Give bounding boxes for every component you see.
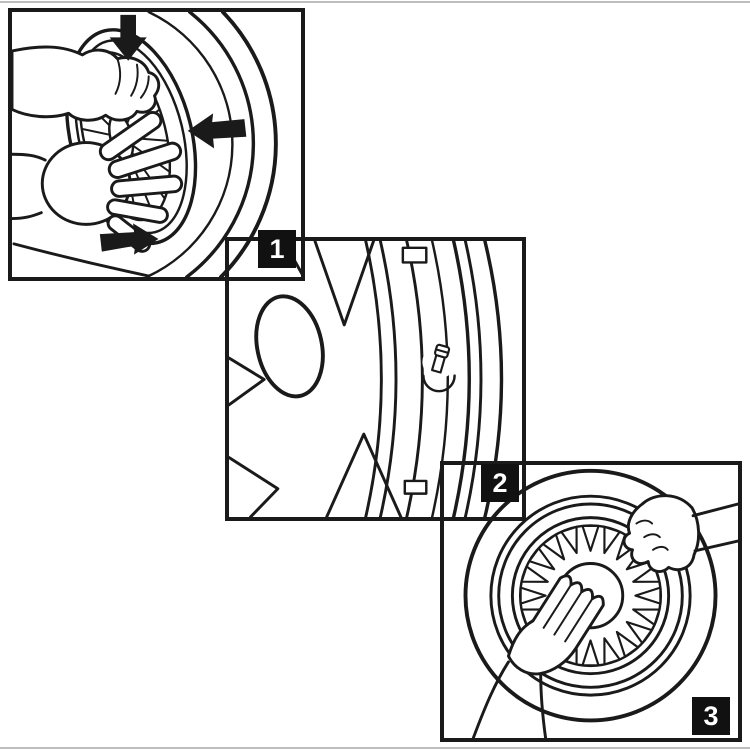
cover-edge-lines [364,241,428,517]
arrow-right-icon [99,223,159,255]
step2-illustration [229,241,504,517]
step3-illustration [463,468,738,738]
press-point-arrows [99,14,247,255]
step1-illustration [12,12,278,277]
step-panel-3: 3 [440,461,742,742]
upper-hand [12,45,161,122]
valve-stem-icon [430,343,451,374]
step-number-badge: 3 [692,697,730,735]
arrow-down-icon [109,14,147,61]
wheel-bottom-curve [12,242,151,277]
step-number-badge: 2 [481,464,519,502]
cover-spokes [229,241,403,517]
step-panel-1: 1 [8,8,305,281]
step-number-badge: 1 [258,230,296,268]
image-frame-top [0,1,750,3]
tire-sidewall-arcs [145,12,278,277]
gripping-hand [622,494,738,573]
clip-notch-bottom [403,479,428,495]
clip-notch-top [401,246,428,264]
cover-oval-opening [254,294,325,399]
step-panel-2: 2 [225,237,526,521]
arrow-left-icon [187,113,247,149]
image-frame-bottom [0,747,750,749]
pressing-hand [471,574,605,738]
